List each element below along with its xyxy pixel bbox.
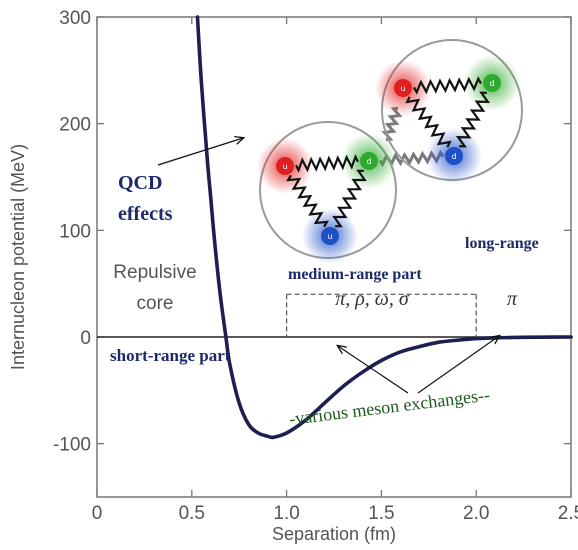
quark-right-green (483, 74, 501, 92)
x-tick-label: 2.5 (558, 503, 578, 524)
gluon-spring (405, 96, 452, 148)
x-tick-label: 0 (92, 503, 103, 524)
x-tick-label: 1.5 (368, 503, 394, 524)
nucleon-diagram: u d u u d d (257, 39, 523, 264)
y-axis-label: Internucleon potential (MeV) (8, 144, 28, 370)
axis-ticks (96, 16, 572, 497)
x-axis-label: Separation (fm) (272, 524, 396, 544)
qcd-label-line1: QCD (118, 172, 162, 194)
y-tick-label: -100 (53, 435, 91, 456)
quark-right-blue (445, 147, 463, 165)
meson-arrow-left (338, 346, 409, 394)
quark-label: d (451, 152, 456, 161)
meson-exchange-label: -various meson exchanges-- (288, 385, 491, 429)
x-tick-label: 0.5 (179, 503, 205, 524)
quark-left-blue (321, 227, 339, 245)
plot-frame (96, 16, 572, 498)
medium-range-label: medium-range part (288, 266, 422, 283)
repulsive-core-label-line1: Repulsive (113, 262, 196, 283)
gluon-spring (295, 154, 359, 173)
quark-label: d (489, 79, 494, 88)
axis-tick-labels: 0 0.5 1.0 1.5 2.0 2.5 300 200 100 0 -100 (53, 8, 578, 524)
potential-curve (195, 15, 573, 440)
long-range-label: long-range (465, 235, 539, 252)
quark-label: u (327, 232, 332, 241)
short-range-label: short-range part (110, 346, 231, 365)
y-tick-label: 300 (59, 8, 91, 29)
qcd-label-line2: effects (118, 203, 173, 225)
quark-label: u (400, 84, 405, 93)
quark-left-green (360, 152, 378, 170)
y-tick-label: 100 (59, 221, 91, 242)
quark-left-red (276, 157, 294, 175)
medium-range-mesons: π, ρ, ω, σ (335, 288, 410, 310)
gluon-spring (286, 174, 329, 228)
meson-arrow-right (417, 336, 499, 394)
repulsive-core-label-line2: core (137, 293, 174, 314)
long-range-meson: π (507, 288, 518, 310)
y-tick-label: 0 (80, 328, 91, 349)
quark-label: d (366, 157, 371, 166)
x-tick-label: 2.0 (463, 503, 489, 524)
gluon-spring (413, 76, 482, 95)
gluon-spring (332, 169, 367, 228)
gluon-spring (455, 91, 491, 148)
quark-right-red (394, 79, 412, 97)
qcd-arrow (157, 138, 243, 166)
y-tick-label: 200 (59, 115, 91, 136)
quark-label: u (282, 162, 287, 171)
x-tick-label: 1.0 (273, 503, 299, 524)
